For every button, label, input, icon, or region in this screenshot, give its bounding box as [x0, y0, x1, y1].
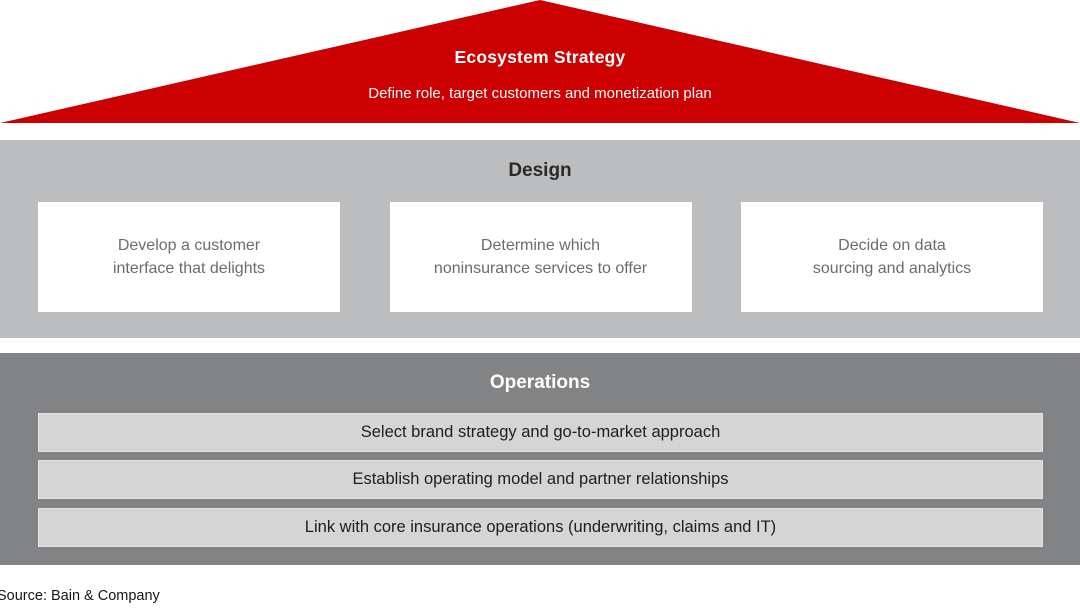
design-band: Design Develop a customer interface that…: [0, 140, 1080, 338]
operations-band: Operations Select brand strategy and go-…: [0, 353, 1080, 565]
ecosystem-strategy-roof: Ecosystem Strategy Define role, target c…: [0, 0, 1080, 123]
operations-bar-brand-strategy: Select brand strategy and go-to-market a…: [38, 413, 1043, 452]
card-text-line: Decide on data: [838, 237, 946, 254]
card-text-line: interface that delights: [112, 260, 266, 277]
operations-band-title: Operations: [489, 372, 591, 393]
card-text-line: noninsurance services to offer: [433, 260, 648, 277]
card-text-line: Develop a customer: [117, 237, 261, 254]
design-cards-row: Develop a customer interface that deligh…: [38, 202, 1043, 312]
operations-bar-core-insurance: Link with core insurance operations (und…: [38, 508, 1043, 547]
card-text-line: sourcing and analytics: [812, 260, 972, 277]
roof-subtitle: Define role, target customers and moneti…: [368, 85, 712, 102]
design-card-noninsurance-services: Determine which noninsurance services to…: [389, 202, 692, 312]
operations-bar-operating-model: Establish operating model and partner re…: [38, 460, 1043, 499]
design-band-title: Design: [508, 160, 572, 181]
roof-title: Ecosystem Strategy: [454, 47, 626, 67]
source-note: Source: Bain & Company: [0, 588, 160, 604]
design-card-customer-interface: Develop a customer interface that deligh…: [38, 202, 340, 312]
design-card-data-sourcing: Decide on data sourcing and analytics: [741, 202, 1043, 312]
card-text-line: Determine which: [480, 237, 601, 254]
